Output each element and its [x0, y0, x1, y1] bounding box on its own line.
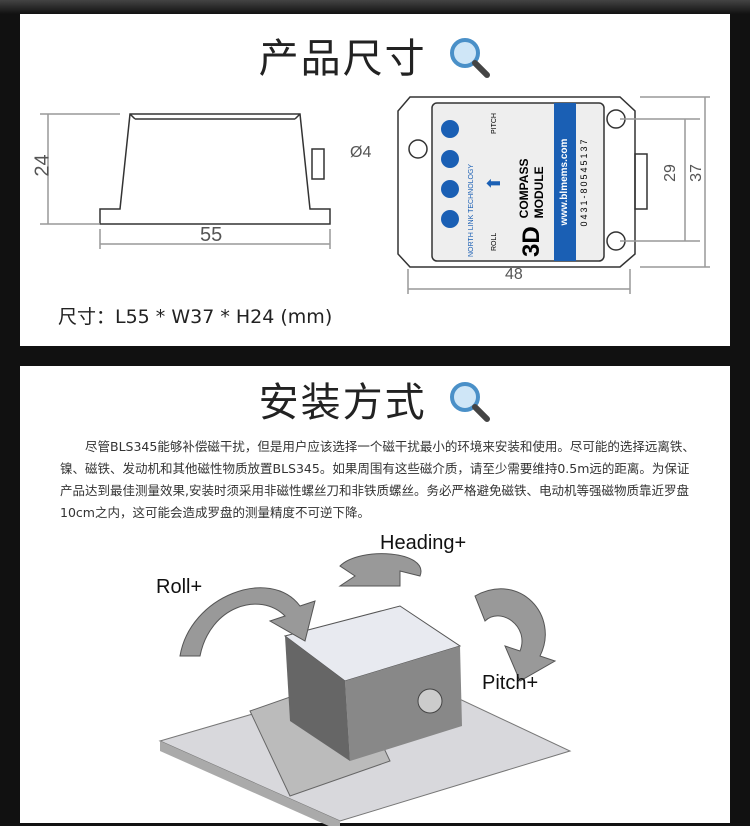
product-line2: MODULE — [532, 166, 546, 219]
section-title-dimensions: 产品尺寸 — [20, 26, 730, 89]
install-description: 尽管BLS345能够补偿磁干扰，但是用户应该选择一个磁干扰最小的环境来安装和使用… — [60, 439, 695, 520]
dim-length: 55 — [200, 224, 223, 246]
up-arrow-icon: ⬆ — [483, 175, 504, 191]
dim-width: 48 — [505, 266, 523, 283]
size-text: 尺寸：L55 * W37 * H24 (mm) — [58, 306, 333, 328]
section-title-installation: 安装方式 — [20, 370, 730, 433]
install-illustration — [158, 553, 572, 826]
roll-axis: ROLL — [490, 232, 498, 251]
heading-label: Heading+ — [380, 532, 467, 554]
roll-label: Roll+ — [156, 576, 203, 598]
brand-label: NORTH LINK TECHNOLOGY — [468, 163, 475, 257]
product-line1: COMPASS — [517, 158, 531, 219]
phone: 0431-80545137 — [579, 137, 589, 227]
dim-inner: 29 — [661, 164, 679, 182]
brand-logo-icon — [441, 120, 459, 228]
title-text: 安装方式 — [258, 380, 427, 426]
top-bar — [0, 0, 750, 14]
product-3d: 3D — [518, 226, 545, 257]
magnifier-icon — [447, 379, 491, 433]
dim-outer: 37 — [687, 164, 705, 182]
title-text: 产品尺寸 — [258, 36, 427, 82]
module-label: NORTH LINK TECHNOLOGY ROLL ⬆ PITCH 3D CO… — [432, 103, 604, 261]
side-view-drawing — [40, 113, 331, 249]
pitch-label: Pitch+ — [482, 672, 539, 694]
installation-panel: 安装方式 尽管BLS345能够补偿磁干扰，但是用户应该选择一个磁干扰最小的环境来… — [20, 366, 730, 826]
dimensions-panel: 产品尺寸 24 55 — [20, 14, 730, 346]
dim-hole: Ø4 — [350, 144, 372, 161]
dim-height: 24 — [31, 154, 54, 177]
magnifier-icon — [447, 35, 491, 89]
website: www.blmems.com — [554, 103, 576, 261]
pitch-axis: PITCH — [490, 113, 498, 135]
